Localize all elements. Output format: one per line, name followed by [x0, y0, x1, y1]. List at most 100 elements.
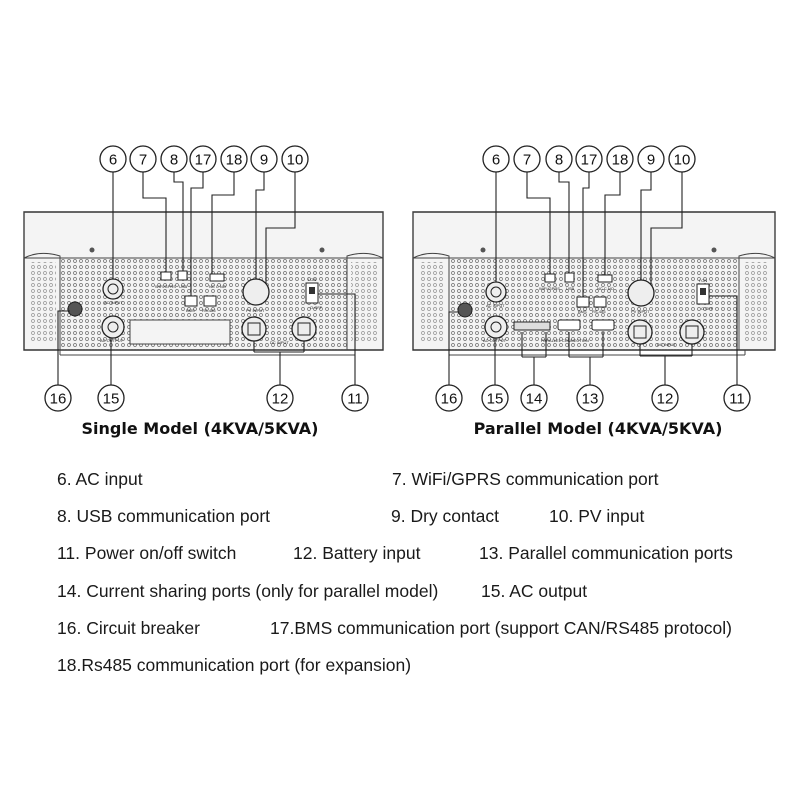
parallel-battery-terminal-pos [679, 319, 705, 345]
parallel-bms-label: BMS [578, 309, 587, 314]
parallel-pv-input-port [627, 279, 655, 307]
parallel-ac-output-port [484, 315, 508, 339]
svg-text:16: 16 [50, 391, 67, 408]
single-usb-port [177, 270, 188, 281]
single-callout-17: 17 [189, 145, 217, 173]
parallel-dry-contact [597, 274, 613, 283]
single-bms-port [184, 295, 198, 307]
svg-text:7: 7 [139, 152, 147, 169]
single-callout-16: 16 [44, 384, 72, 412]
single-battery-terminal-pos [291, 316, 317, 342]
parallel-rs485-label: RS-485 [592, 309, 606, 314]
single-ac-input-port [102, 278, 124, 300]
svg-text:9: 9 [647, 152, 655, 169]
svg-text:10: 10 [287, 152, 304, 169]
parallel-pv-label: PV INPUT [631, 309, 650, 314]
legend-item-18: 18.Rs485 communication port (for expansi… [57, 655, 412, 675]
svg-text:14: 14 [526, 391, 543, 408]
single-rs485-port [203, 295, 217, 307]
single-callout-15: 15 [97, 384, 125, 412]
single-dry-contact [209, 273, 225, 282]
legend-item-6: 6. AC input [57, 469, 143, 489]
svg-text:6: 6 [109, 152, 117, 169]
parallel-callout-6: 6 [482, 145, 510, 173]
svg-text:9: 9 [260, 152, 268, 169]
parallel-callout-8: 8 [545, 145, 573, 173]
parallel-callout-18: 18 [606, 145, 634, 173]
parallel-model-panel: AC INPUT WIFI/GPRS USB BMS RS-485 NC C N… [412, 145, 776, 438]
legend-item-17: 17.BMS communication port (support CAN/R… [270, 618, 733, 638]
single-dry-label: NC C NO [209, 284, 226, 289]
legend-item-14: 14. Current sharing ports (only for para… [57, 581, 439, 601]
single-callout-11: 11 [341, 384, 369, 412]
single-ac-input-label: AC INPUT [104, 300, 123, 305]
svg-text:12: 12 [657, 391, 674, 408]
parallel-dc-input-label: DC INPUT [657, 342, 676, 347]
parallel-battery-terminal-neg [627, 319, 653, 345]
single-circuit-breaker [67, 301, 83, 317]
single-model-caption: Single Model (4KVA/5KVA) [82, 419, 319, 438]
parallel-callout-13: 13 [576, 384, 604, 412]
inverter-diagram: AC INPUT WIFI/GPRS USB BMS RS-485 NC C N… [23, 145, 776, 438]
svg-text:7: 7 [523, 152, 531, 169]
single-switch-off-label: O OFF [310, 305, 323, 310]
parallel-callout-11: 11 [723, 384, 751, 412]
single-pv-input-port [242, 278, 270, 306]
svg-text:11: 11 [729, 391, 745, 408]
parallel-model-caption: Parallel Model (4KVA/5KVA) [474, 419, 723, 438]
parallel-callout-16: 16 [435, 384, 463, 412]
parallel-current-sharing-ports [513, 321, 551, 331]
svg-text:8: 8 [170, 152, 178, 169]
svg-text:11: 11 [347, 391, 363, 408]
legend-item-13: 13. Parallel communication ports [479, 543, 733, 563]
parallel-connection-label: PARALLEL CONNECTION [541, 338, 589, 343]
parallel-switch-off-label: O OFF [701, 306, 714, 311]
single-battery-terminal-neg [241, 316, 267, 342]
svg-text:13: 13 [582, 391, 599, 408]
parallel-dry-label: NC C NO [597, 286, 614, 291]
parallel-comm-port-a [557, 319, 581, 331]
svg-text:16: 16 [441, 391, 458, 408]
parallel-wifi-label: WIFI/GPRS [539, 286, 560, 291]
parallel-callout-15: 15 [481, 384, 509, 412]
legend-item-10: 10. PV input [549, 506, 645, 526]
legend-item-11: 11. Power on/off switch [57, 543, 237, 563]
parallel-callout-17: 17 [575, 145, 603, 173]
legend-item-15: 15. AC output [481, 581, 588, 601]
legend-item-8: 8. USB communication port [57, 506, 271, 526]
single-pv-label: PV INPUT [246, 308, 265, 313]
parallel-callout-10: 10 [668, 145, 696, 173]
parallel-comm-port-b [591, 319, 615, 331]
legend-item-16: 16. Circuit breaker [57, 618, 200, 638]
svg-text:15: 15 [103, 391, 120, 408]
single-callout-9: 9 [250, 145, 278, 173]
svg-text:17: 17 [195, 152, 212, 169]
single-usb-label: USB [179, 284, 188, 289]
parallel-circuit-breaker [457, 302, 473, 318]
single-ac-output-port [101, 315, 125, 339]
parallel-ac-input-label: AC INPUT [486, 303, 505, 308]
parallel-callout-12: 12 [651, 384, 679, 412]
legend-item-7: 7. WiFi/GPRS communication port [392, 469, 659, 489]
parallel-bms-port [576, 296, 590, 308]
single-wifi-label: WIFI/GPRS [155, 284, 176, 289]
single-wifi-port [160, 271, 172, 281]
parallel-callout-9: 9 [637, 145, 665, 173]
parallel-ac-input-port [485, 281, 507, 303]
single-callout-6: 6 [99, 145, 127, 173]
single-callout-7: 7 [129, 145, 157, 173]
single-dc-input-label: DC INPUT [270, 340, 289, 345]
parallel-callout-14: 14 [520, 384, 548, 412]
parallel-callout-7: 7 [513, 145, 541, 173]
single-ac-output-label: AC OUTPUT [100, 338, 124, 343]
single-model-panel: AC INPUT WIFI/GPRS USB BMS RS-485 NC C N… [23, 145, 384, 438]
parallel-rs485-port [593, 296, 607, 308]
svg-text:10: 10 [674, 152, 691, 169]
single-rs485-label: RS-485 [202, 308, 216, 313]
single-bms-label: BMS [186, 308, 195, 313]
svg-text:18: 18 [612, 152, 629, 169]
svg-text:15: 15 [487, 391, 504, 408]
svg-text:17: 17 [581, 152, 598, 169]
legend-item-9: 9. Dry contact [391, 506, 499, 526]
single-switch-on-label: I ON [308, 277, 316, 282]
